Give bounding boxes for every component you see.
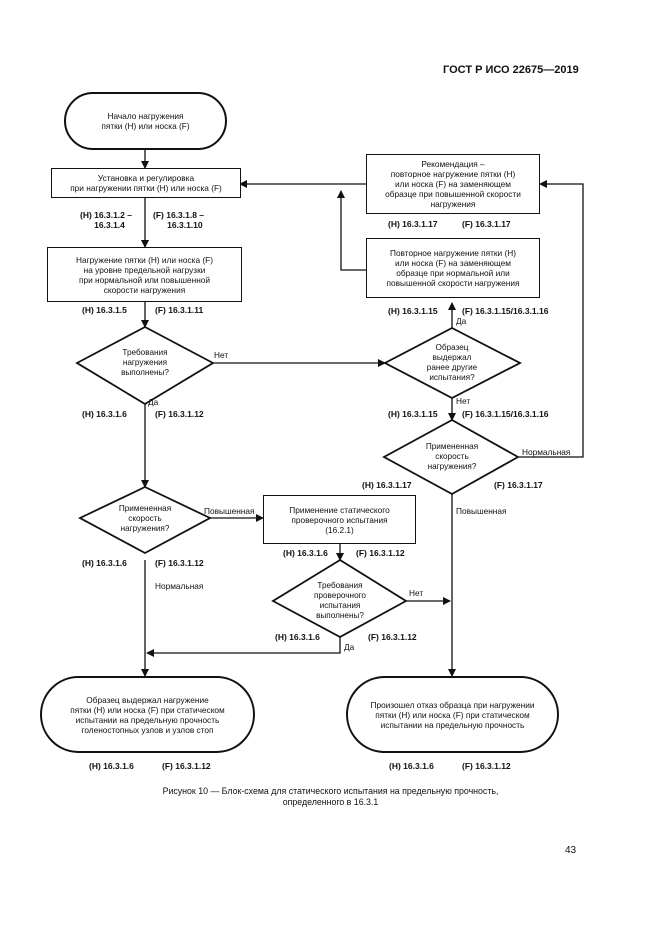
ref-f-rate-right: (F) 16.3.1.17	[494, 480, 543, 490]
end-pass-text: Образец выдержал нагружение пятки (H) ил…	[70, 694, 225, 735]
survived-other-tests-question: Образец выдержал ранее другие испытания?	[426, 343, 478, 382]
end-fail-terminator: Произошел отказ образца при нагружении п…	[346, 676, 559, 753]
branch-higher-right: Повышенная	[456, 506, 507, 516]
static-proof-test-box: Применение статического проверочного исп…	[263, 495, 416, 544]
branch-yes-survived: Да	[456, 316, 467, 326]
rate-applied-question-right: Примененная скорость нагружения?	[425, 442, 479, 471]
standard-header: ГОСТ Р ИСО 22675—2019	[443, 64, 579, 76]
start-terminator: Начало нагружения пятки (H) или носка (F…	[64, 92, 227, 150]
branch-no-requirements: Нет	[214, 350, 229, 360]
ref-h-setup: (H) 16.3.1.2 – 16.3.1.4	[80, 210, 132, 230]
ref-f-static: (F) 16.3.1.12	[356, 548, 405, 558]
loading-box: Нагружение пятки (H) или носка (F) на ур…	[47, 247, 242, 302]
branch-normal-left: Нормальная	[155, 581, 204, 591]
ref-h-repeat: (H) 16.3.1.15	[388, 306, 438, 316]
branch-higher-left: Повышенная	[204, 506, 255, 516]
ref-f-repeat: (F) 16.3.1.15/16.3.1.16	[462, 306, 549, 316]
ref-h-rate-left: (H) 16.3.1.6	[82, 558, 127, 568]
ref-h-recommend: (H) 16.3.1.17	[388, 219, 438, 229]
decision-diamond-requirements	[75, 325, 215, 406]
ref-h-proof: (H) 16.3.1.6	[275, 632, 320, 642]
branch-no-survived: Нет	[456, 396, 471, 406]
setup-box: Установка и регулировка при нагружении п…	[51, 168, 241, 198]
ref-h-end-fail: (H) 16.3.1.6	[389, 761, 434, 771]
ref-f-requirements: (F) 16.3.1.12	[155, 409, 204, 419]
ref-h-end-pass: (H) 16.3.1.6	[89, 761, 134, 771]
decision-diamond-survived	[383, 326, 522, 400]
ref-h-survived: (H) 16.3.1.15	[388, 409, 438, 419]
ref-h-static: (H) 16.3.1.6	[283, 548, 328, 558]
end-pass-terminator: Образец выдержал нагружение пятки (H) ил…	[40, 676, 255, 753]
recommendation-text: Рекомендация – повторное нагружение пятк…	[385, 159, 521, 209]
proof-test-met-question: Требования проверочного испытания выполн…	[314, 581, 366, 620]
requirements-met-question: Требования нагружения выполнены?	[121, 348, 169, 377]
ref-f-end-fail: (F) 16.3.1.12	[462, 761, 511, 771]
setup-text: Установка и регулировка при нагружении п…	[70, 173, 222, 193]
branch-no-proof: Нет	[409, 588, 424, 598]
ref-f-survived: (F) 16.3.1.15/16.3.1.16	[462, 409, 549, 419]
decision-diamond-proof	[271, 558, 408, 639]
static-proof-test-text: Применение статического проверочного исп…	[289, 504, 390, 535]
start-text: Начало нагружения пятки (H) или носка (F…	[101, 111, 190, 131]
ref-f-end-pass: (F) 16.3.1.12	[162, 761, 211, 771]
ref-f-recommend: (F) 16.3.1.17	[462, 219, 511, 229]
ref-f-load: (F) 16.3.1.11	[155, 305, 204, 315]
recommendation-box: Рекомендация – повторное нагружение пятк…	[366, 154, 540, 214]
ref-f-proof: (F) 16.3.1.12	[368, 632, 417, 642]
ref-h-rate-right: (H) 16.3.1.17	[362, 480, 412, 490]
decision-diamond-rate-right	[382, 418, 520, 496]
end-fail-text: Произошел отказ образца при нагружении п…	[370, 699, 535, 730]
rate-applied-question-left: Примененная скорость нагружения?	[118, 504, 172, 533]
ref-f-rate-left: (F) 16.3.1.12	[155, 558, 204, 568]
loading-text: Нагружение пятки (H) или носка (F) на ур…	[76, 254, 213, 295]
branch-yes-proof: Да	[344, 642, 355, 652]
branch-normal-right: Нормальная	[522, 447, 571, 457]
branch-yes-requirements: Да	[148, 397, 159, 407]
repeat-loading-text: Повторное нагружение пятки (H) или носка…	[386, 248, 520, 288]
figure-caption: Рисунок 10 — Блок-схема для статического…	[162, 786, 499, 807]
ref-h-requirements: (H) 16.3.1.6	[82, 409, 127, 419]
decision-diamond-rate-left	[78, 486, 212, 555]
repeat-loading-box: Повторное нагружение пятки (H) или носка…	[366, 238, 540, 298]
ref-h-load: (H) 16.3.1.5	[82, 305, 127, 315]
page-number: 43	[565, 845, 577, 856]
ref-f-setup: (F) 16.3.1.8 – 16.3.1.10	[153, 210, 205, 230]
